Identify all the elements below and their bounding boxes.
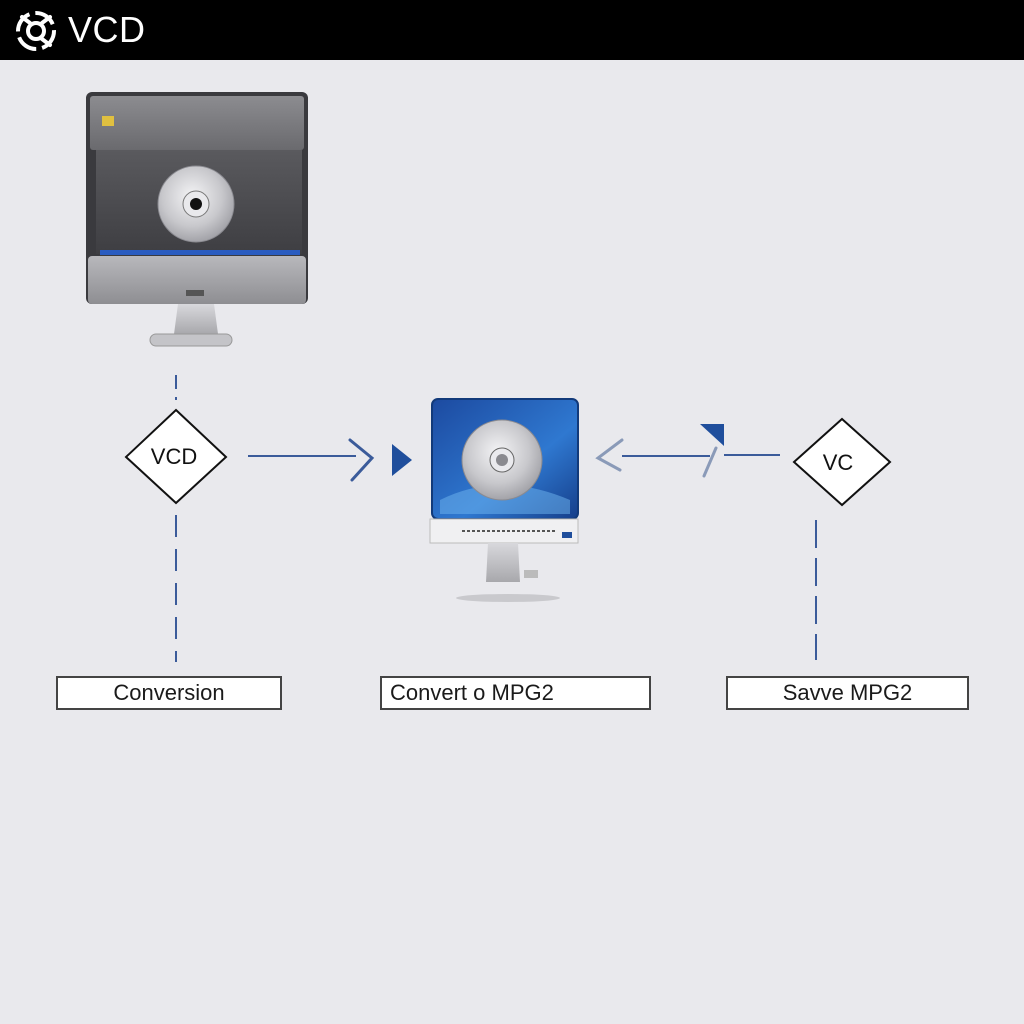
arrow-head-icon — [392, 444, 412, 476]
arrow-chevron-icon — [595, 438, 624, 472]
computer-with-disc-icon — [86, 92, 308, 347]
arrow-head-icon — [700, 424, 724, 446]
diamond-label-right: VC — [822, 450, 854, 475]
diamond-label-left: VCD — [150, 444, 198, 469]
process-box-convert: Convert o MPG2 — [380, 676, 651, 710]
arrow-chevron-icon — [702, 446, 718, 478]
swirl-logo-icon — [16, 11, 56, 51]
arrow-chevron-icon — [348, 438, 375, 482]
app-title: VCD — [68, 9, 146, 50]
monitor-with-disc-icon — [429, 398, 579, 602]
decision-diamond-left — [124, 408, 228, 505]
decision-diamond-right — [792, 417, 892, 507]
header-bar: VCD — [0, 0, 1024, 60]
process-box-conversion: Conversion — [56, 676, 282, 710]
process-box-save: Savve MPG2 — [726, 676, 969, 710]
